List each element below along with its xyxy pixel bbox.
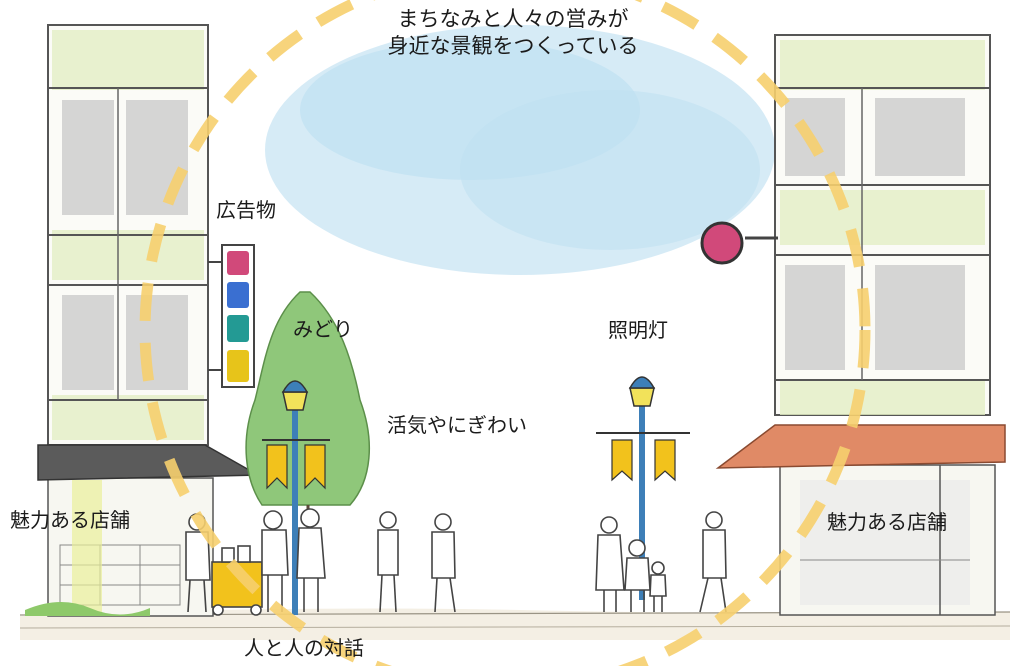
dashed-circle xyxy=(139,0,871,666)
title-line-1: まちなみと人々の営みが xyxy=(397,7,629,31)
banner xyxy=(654,439,676,482)
left-building xyxy=(25,24,214,617)
person xyxy=(431,513,456,613)
cart xyxy=(211,545,263,616)
right-awning xyxy=(715,424,1006,469)
person xyxy=(699,511,727,613)
person xyxy=(595,516,625,612)
label-liveliness: 活気やにぎわい xyxy=(387,413,527,437)
signboard xyxy=(208,244,255,388)
sign-panel-red xyxy=(227,251,249,275)
people xyxy=(185,508,727,616)
right-building xyxy=(774,34,996,616)
person xyxy=(377,511,399,613)
street-lamp-right xyxy=(596,376,690,600)
street-lamp-left xyxy=(262,380,330,615)
sky xyxy=(265,25,775,275)
left-awning xyxy=(37,444,261,481)
sign-panel-blue xyxy=(227,282,249,308)
label-shop-left: 魅力ある店舗 xyxy=(10,508,130,532)
round-sign xyxy=(700,221,778,265)
sign-panel-teal xyxy=(227,315,249,342)
label-street-light: 照明灯 xyxy=(608,318,668,342)
person xyxy=(261,510,289,612)
label-conversation: 人と人の対話 xyxy=(244,636,364,660)
banner xyxy=(304,444,326,490)
banner xyxy=(611,439,633,482)
page-title: まちなみと人々の営みが 身近な景観をつくっている xyxy=(323,6,703,61)
person xyxy=(296,508,326,612)
person xyxy=(624,539,651,612)
label-shop-right: 魅力ある店舗 xyxy=(827,510,947,534)
person xyxy=(649,561,667,612)
label-signboard: 広告物 xyxy=(216,198,276,222)
banner xyxy=(266,444,288,490)
label-greenery: みどり xyxy=(293,317,353,341)
title-line-2: 身近な景観をつくっている xyxy=(387,34,639,59)
sign-panel-yellow xyxy=(227,350,249,382)
